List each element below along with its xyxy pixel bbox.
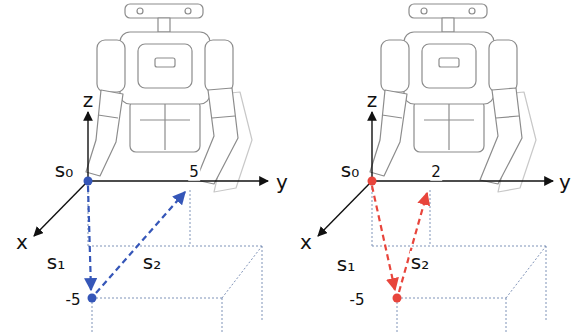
via-point — [393, 294, 402, 303]
axis-label: x — [15, 231, 29, 253]
motion-arrows — [372, 186, 395, 290]
reach-box — [88, 184, 262, 332]
reach-box — [190, 190, 191, 246]
reach-box — [262, 246, 263, 320]
reach-box — [92, 298, 222, 299]
left-panel — [34, 4, 268, 332]
reach-box — [92, 298, 93, 332]
axes — [318, 181, 372, 236]
start-point — [84, 177, 93, 186]
point-label: s₀ — [54, 159, 74, 181]
axis-label: z — [366, 89, 379, 111]
reach-box — [506, 298, 507, 332]
coordinate-value: -5 — [65, 292, 82, 309]
axis-label: y — [558, 171, 572, 193]
point-label: s₀ — [340, 159, 360, 181]
robot-drawing — [370, 4, 536, 192]
motion-arrows — [372, 186, 427, 292]
reach-box — [397, 298, 398, 332]
reach-box — [372, 184, 373, 246]
motion-arrows — [88, 186, 91, 290]
robot-drawing — [86, 4, 252, 192]
axes — [87, 112, 88, 181]
axes — [34, 181, 88, 236]
reach-box — [372, 184, 546, 332]
reach-box — [190, 246, 262, 247]
reach-box — [372, 246, 430, 247]
axes — [34, 112, 268, 236]
point-label: s₁ — [336, 253, 356, 275]
point-label: s₂ — [410, 251, 430, 273]
point-label: s₂ — [142, 251, 162, 273]
via-point — [88, 294, 97, 303]
axes — [371, 112, 372, 181]
reach-box — [88, 184, 89, 246]
coordinate-value: 5 — [188, 164, 200, 181]
reach-box — [546, 246, 547, 320]
reach-box — [222, 246, 262, 298]
axis-label: z — [82, 89, 95, 111]
reach-box — [430, 190, 431, 246]
motion-arrows — [399, 193, 427, 292]
axes — [88, 180, 268, 181]
axes — [372, 180, 553, 181]
motion-arrows — [96, 192, 185, 293]
start-point — [368, 177, 377, 186]
point-label: s₁ — [46, 251, 66, 273]
motion-arrows — [88, 186, 185, 293]
reach-box — [222, 298, 223, 332]
coordinate-value: -5 — [349, 292, 366, 309]
reach-box — [397, 298, 506, 299]
axis-label: y — [275, 171, 289, 193]
axes — [318, 112, 553, 236]
reach-box — [430, 246, 546, 247]
coordinate-value: 2 — [430, 164, 442, 181]
right-panel — [318, 4, 553, 332]
reach-box — [506, 246, 546, 298]
axis-label: x — [299, 231, 313, 253]
